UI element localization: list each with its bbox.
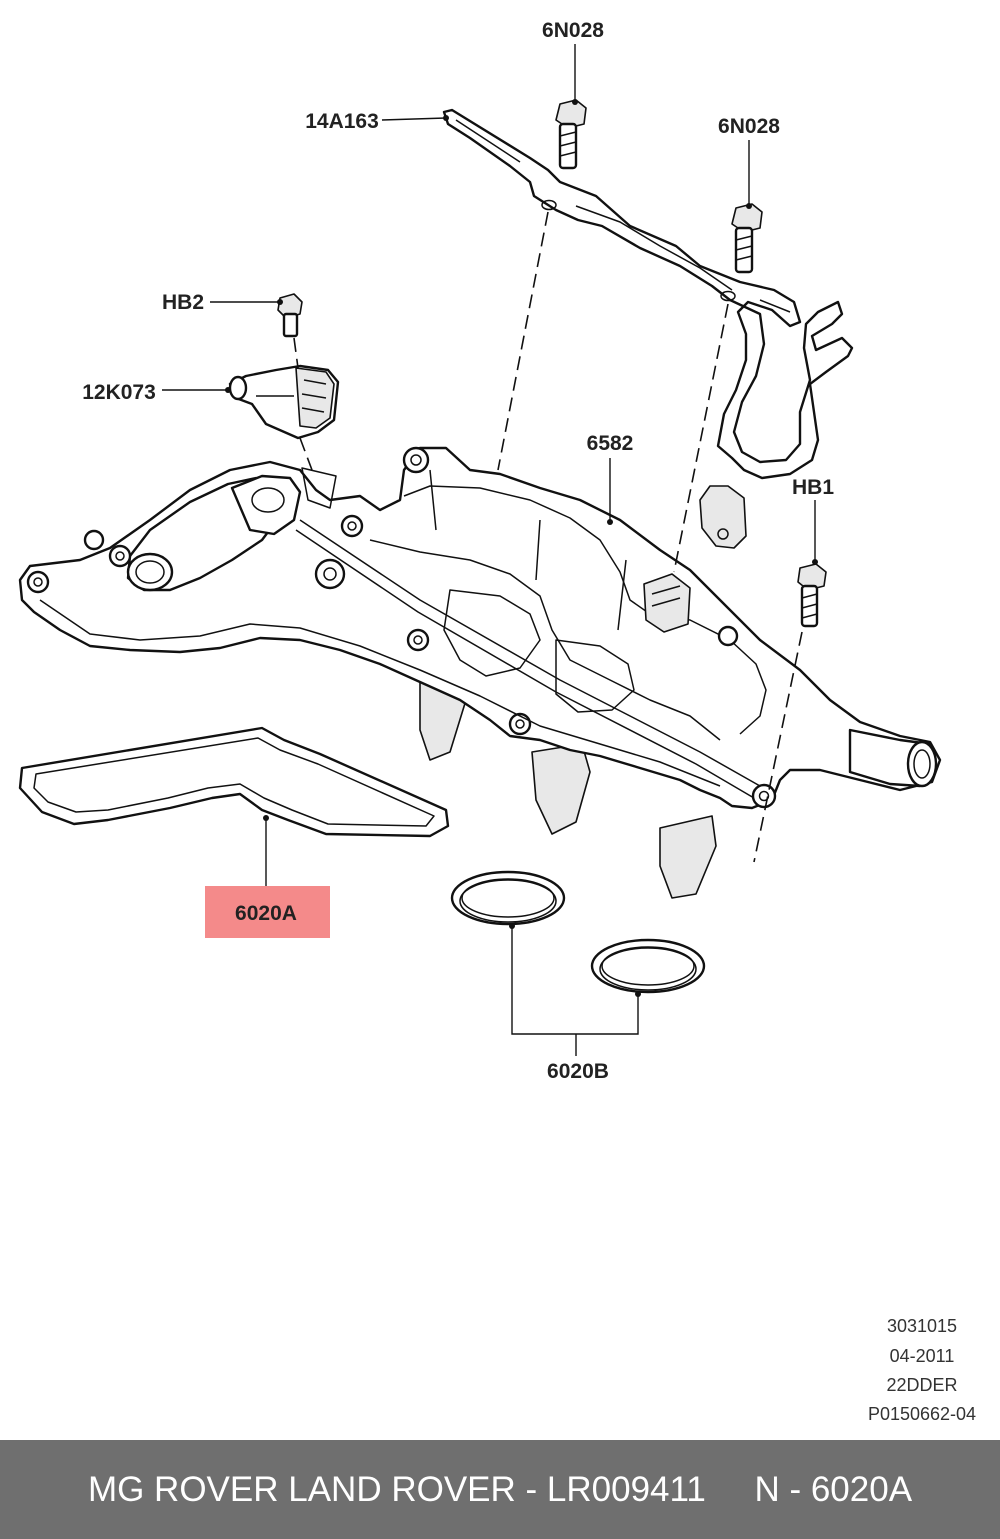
heat-shield-bracket — [442, 108, 854, 549]
intake-manifold — [18, 446, 942, 899]
assembly-lines — [293, 211, 803, 863]
callout-12k073: 12K073 — [82, 381, 156, 404]
reference-line-1: 3031015 — [887, 1316, 957, 1336]
callout-hb1: HB1 — [792, 476, 834, 499]
exploded-parts-diagram: 6N028 14A163 6N028 HB2 12K073 6582 HB1 6… — [18, 19, 976, 1424]
leader-lines — [162, 44, 818, 1056]
bolt-6n028-top — [555, 99, 587, 170]
bolt-hb1 — [797, 563, 827, 628]
callout-6020b: 6020B — [547, 1060, 609, 1083]
callout-6n028-right: 6N028 — [718, 115, 780, 138]
highlight-box — [205, 886, 330, 938]
callout-14a163: 14A163 — [305, 110, 379, 133]
reference-line-3: 22DDER — [886, 1375, 957, 1395]
callout-hb2: HB2 — [162, 291, 204, 314]
bolt-6n028-right — [731, 203, 763, 274]
reference-line-2: 04-2011 — [890, 1346, 955, 1366]
callout-6582: 6582 — [587, 432, 634, 455]
bolt-hb2 — [277, 293, 303, 338]
callout-6020a: 6020A — [235, 902, 297, 925]
oring-gasket-6020b-1 — [450, 870, 566, 926]
sensor-12k073 — [228, 364, 340, 440]
gasket-6020a — [18, 726, 450, 838]
part-number-footer: MG ROVER LAND ROVER - LR009411 N - 6020A — [0, 1440, 1000, 1539]
reference-line-4: P0150662-04 — [868, 1404, 976, 1424]
callout-6n028-top: 6N028 — [542, 19, 604, 42]
oring-gasket-6020b-2 — [590, 938, 706, 994]
